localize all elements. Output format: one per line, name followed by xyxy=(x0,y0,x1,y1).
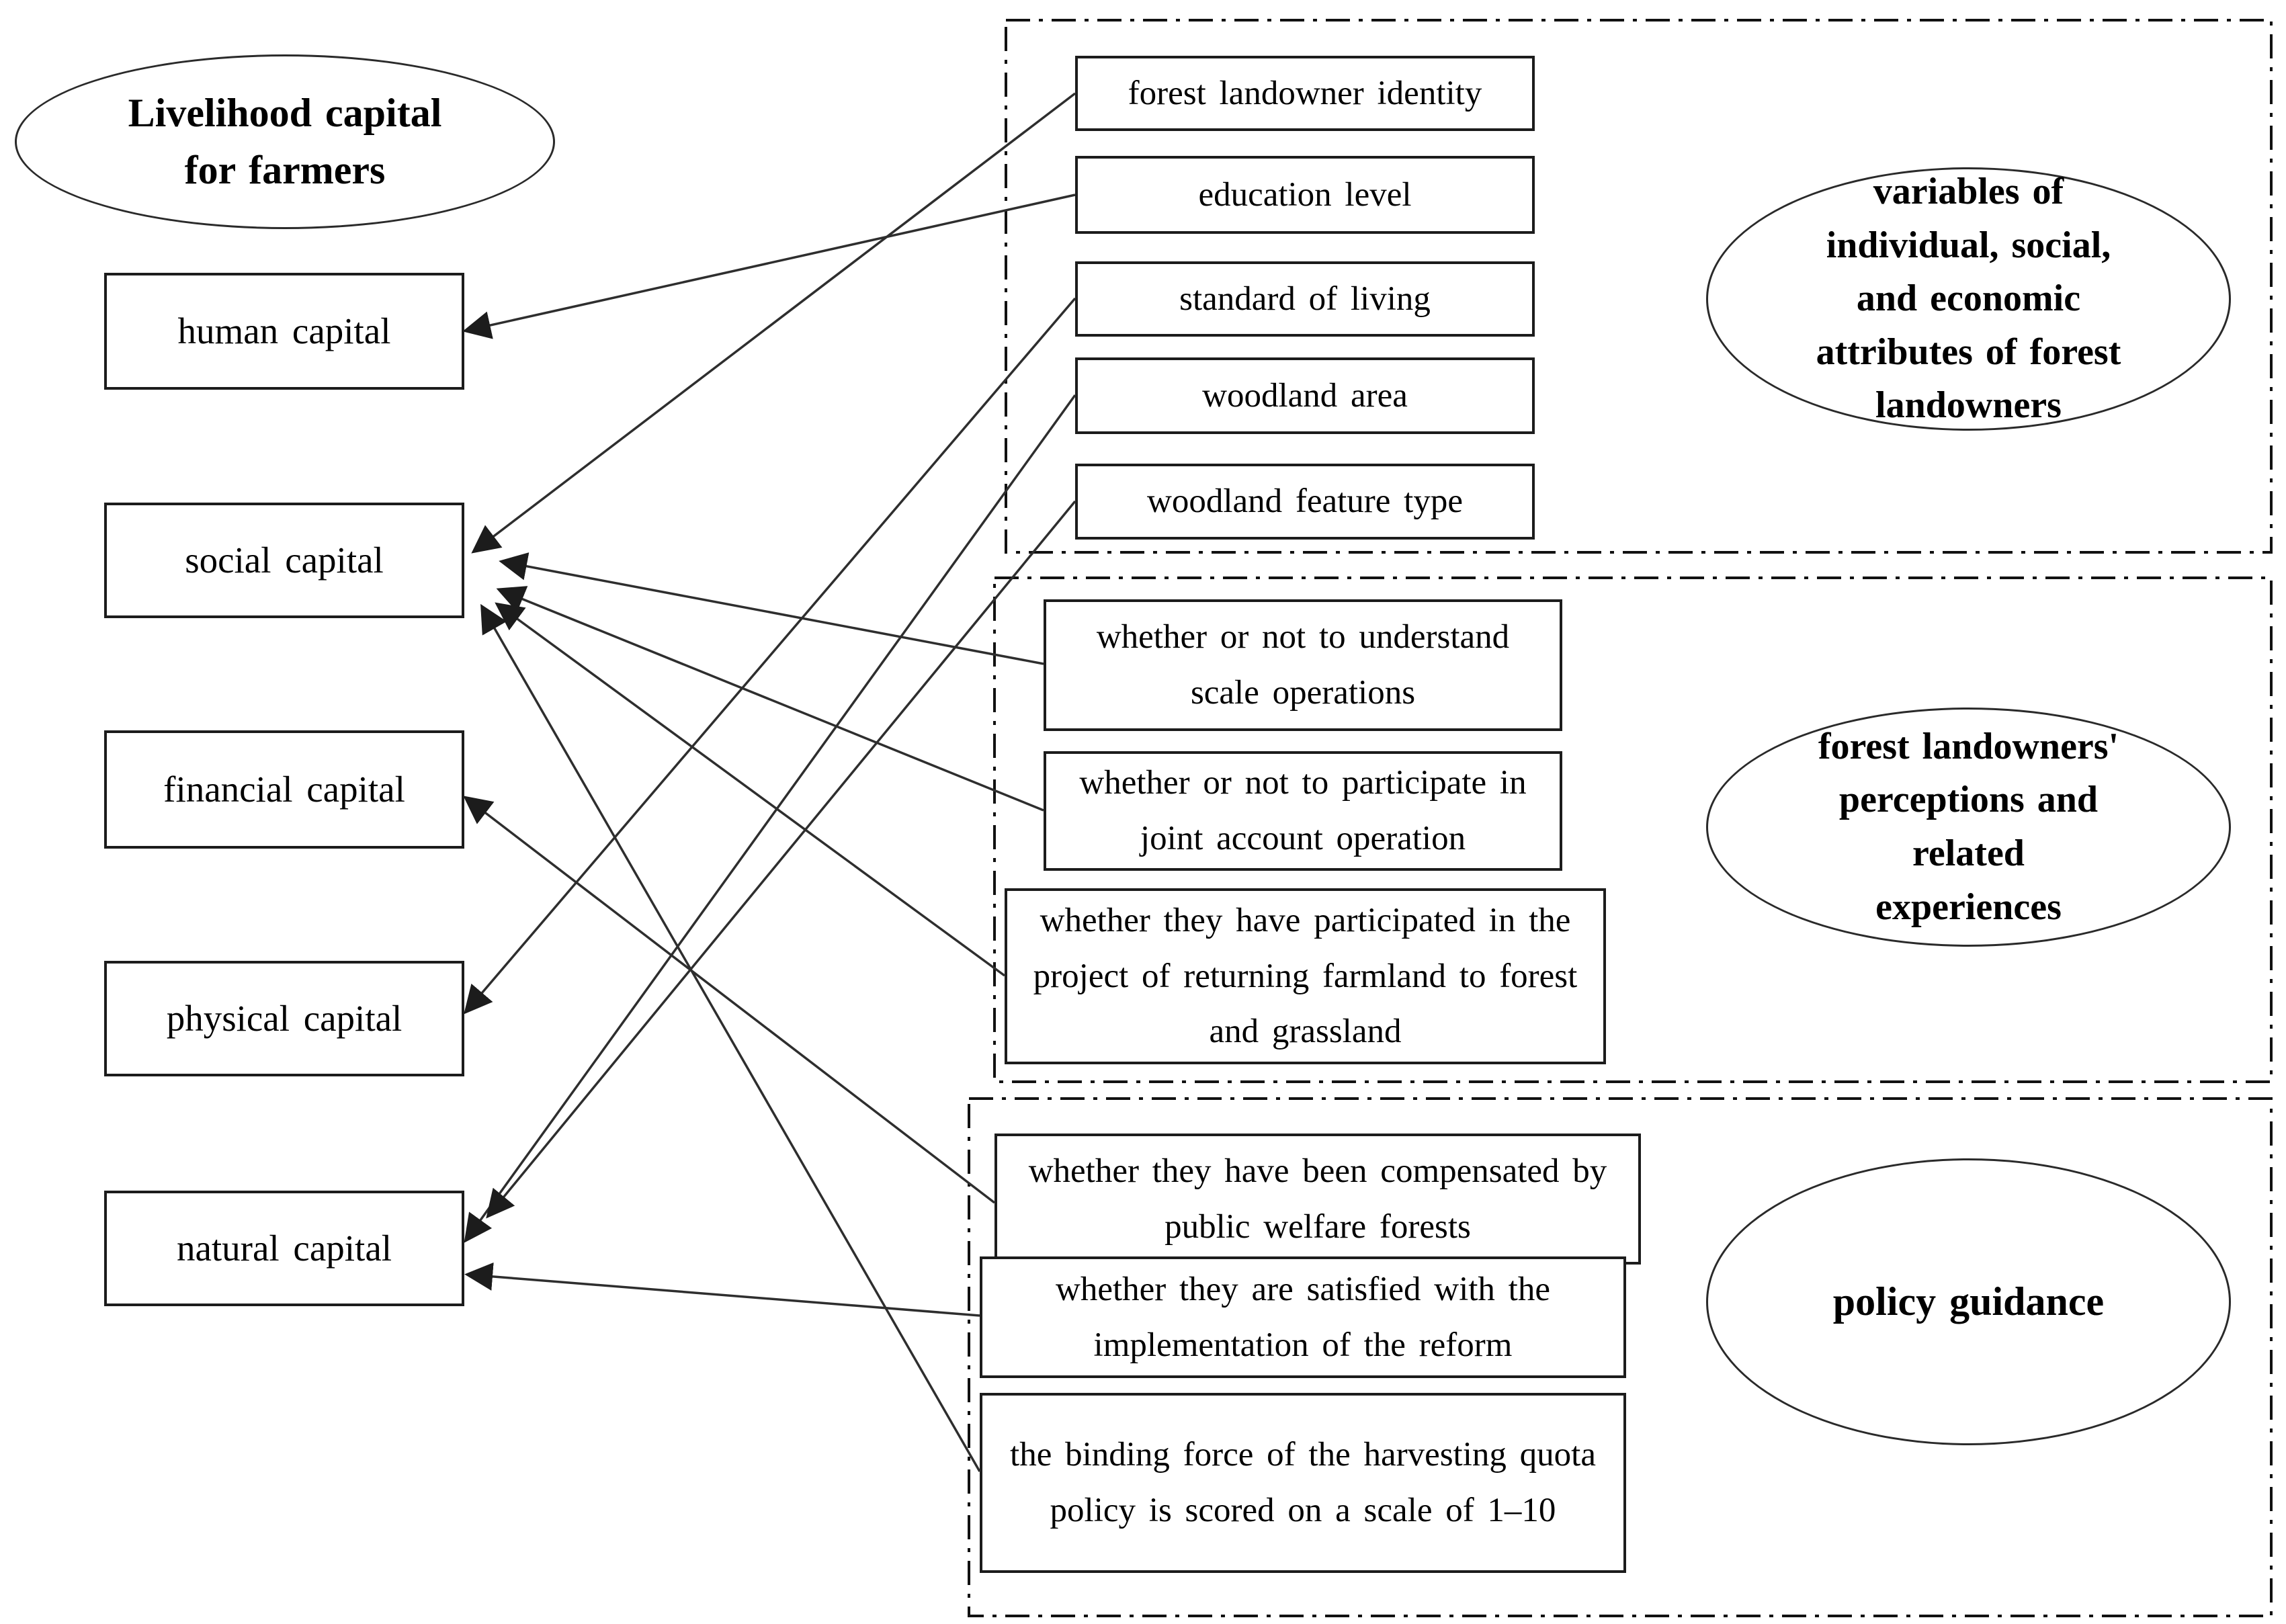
arrow-satisfied-with-reform-to-natural-capital xyxy=(464,1262,980,1317)
box-social-capital: social capital xyxy=(104,503,464,618)
arrow-standard-of-living-to-physical-capital xyxy=(464,297,1076,1015)
ellipse-perceptions-title: forest landowners' perceptions and relat… xyxy=(1706,708,2231,947)
arrow-returning-farmland-to-social-capital xyxy=(495,602,1006,977)
box-human-capital: human capital xyxy=(104,273,464,390)
box-natural-capital: natural capital xyxy=(104,1191,464,1306)
box-joint-account-operation: whether or not to participate in joint a… xyxy=(1044,751,1562,871)
box-physical-capital: physical capital xyxy=(104,961,464,1076)
arrow-understand-scale-operations-to-social-capital xyxy=(499,552,1044,665)
box-compensated-welfare-forests: whether they have been compensated by pu… xyxy=(994,1134,1641,1265)
box-understand-scale-operations: whether or not to understand scale opera… xyxy=(1044,599,1562,731)
box-woodland-feature-type: woodland feature type xyxy=(1075,464,1535,540)
box-binding-force-quota: the binding force of the harvesting quot… xyxy=(980,1393,1626,1573)
arrow-education-level-to-human-capital xyxy=(462,194,1076,339)
box-standard-of-living: standard of living xyxy=(1075,261,1535,337)
arrow-compensated-welfare-forests-to-financial-capital xyxy=(463,796,996,1204)
box-financial-capital: financial capital xyxy=(104,730,464,849)
box-woodland-area: woodland area xyxy=(1075,357,1535,434)
box-satisfied-with-reform: whether they are satisfied with the impl… xyxy=(980,1256,1626,1378)
arrow-joint-account-operation-to-social-capital xyxy=(496,586,1044,812)
arrow-forest-landowner-identity-to-social-capital xyxy=(471,92,1076,554)
box-returning-farmland: whether they have participated in the pr… xyxy=(1005,888,1606,1064)
arrow-binding-force-quota-to-social-capital xyxy=(480,603,981,1472)
ellipse-policy-guidance-title: policy guidance xyxy=(1706,1158,2231,1445)
arrow-woodland-area-to-natural-capital xyxy=(464,394,1076,1243)
ellipse-attributes-title: variables of individual, social, and eco… xyxy=(1706,167,2231,431)
arrow-woodland-feature-type-to-natural-capital xyxy=(486,500,1076,1219)
box-education-level: education level xyxy=(1075,156,1535,234)
box-forest-landowner-identity: forest landowner identity xyxy=(1075,56,1535,131)
ellipse-livelihood-capital: Livelihood capital for farmers xyxy=(15,54,555,229)
